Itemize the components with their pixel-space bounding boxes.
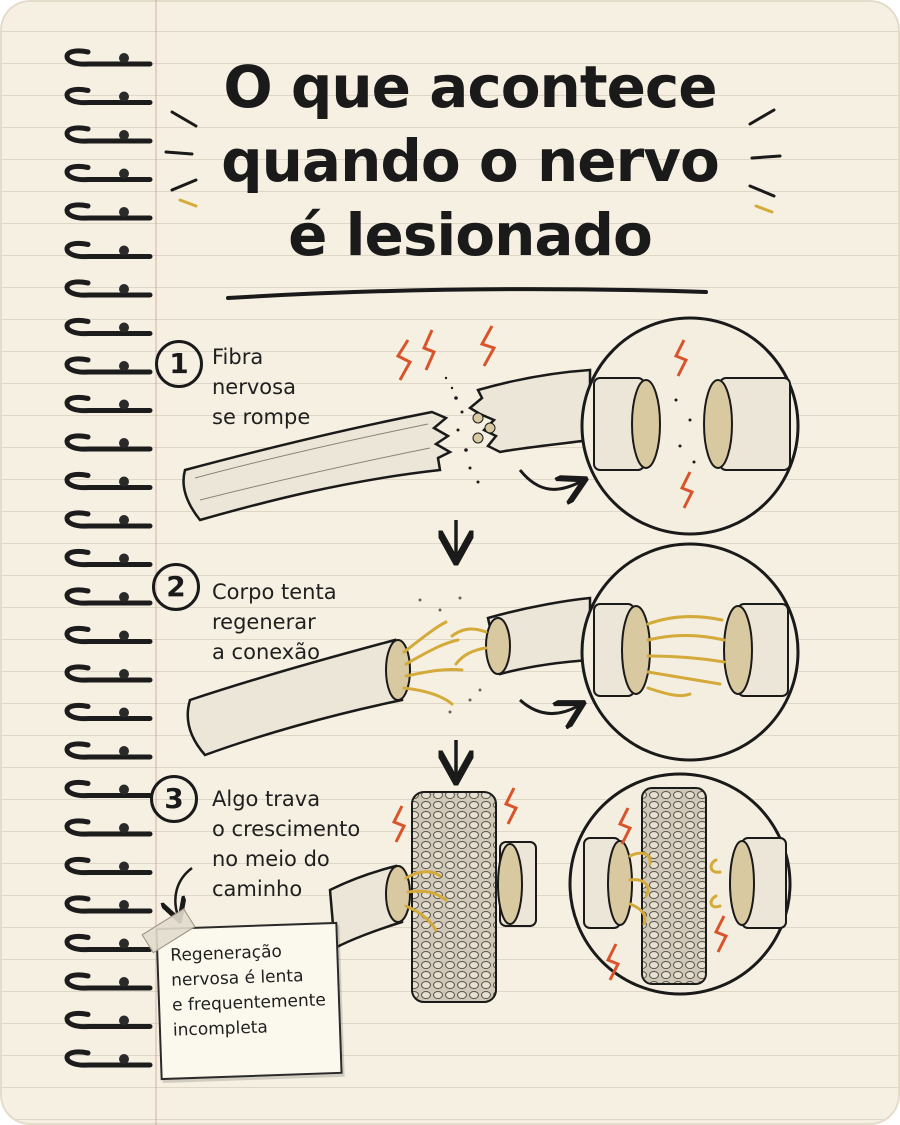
spiral-hole [119, 823, 129, 833]
page-title: O que acontece quando o nervo é lesionad… [150, 50, 790, 272]
title-line-3: é lesionado [288, 201, 653, 269]
spiral-ring [64, 702, 153, 722]
spiral-hole [119, 707, 129, 718]
sticky-note: Regeneração nervosa é lenta e frequentem… [141, 908, 343, 1081]
spiral-ring [64, 548, 153, 568]
magnified-blockage-circle [568, 772, 792, 996]
magnified-regeneration-circle [580, 542, 800, 762]
title-emphasis-marks [164, 108, 782, 198]
step-1-line: se rompe [212, 405, 311, 429]
step-2-line: a conexão [212, 640, 320, 664]
spiral-hole [119, 1054, 129, 1064]
spiral-hole [119, 361, 129, 371]
margin-line [155, 0, 157, 1125]
magnified-break-circle [580, 316, 800, 536]
step-3-line: o crescimento [212, 817, 361, 841]
spiral-hole [119, 284, 129, 294]
spiral-hole [119, 938, 129, 949]
title-accent-marks [178, 198, 774, 214]
step-2-line: regenerar [212, 610, 316, 634]
spiral-hole [119, 168, 129, 179]
spiral-ring [64, 471, 153, 491]
scar-tissue-block [411, 791, 497, 1003]
spiral-hole [119, 399, 129, 410]
step-1-line: nervosa [212, 375, 296, 399]
spiral-hole [119, 784, 129, 795]
spiral-hole [119, 130, 129, 140]
spiral-hole [119, 245, 129, 256]
spiral-hole [119, 861, 129, 872]
spiral-hole [119, 91, 129, 102]
step-3-line: no meio do [212, 847, 330, 871]
step-3-line: Algo trava [212, 787, 321, 811]
spiral-ring [64, 317, 153, 337]
spiral-ring [64, 625, 153, 645]
step-3-description: Algo trava o crescimento no meio do cami… [212, 784, 360, 904]
title-line-2: quando o nervo [221, 127, 720, 195]
spiral-ring [64, 1049, 153, 1068]
step-1-line: Fibra [212, 345, 264, 369]
step-2-description: Corpo tenta regenerar a conexão [212, 577, 337, 667]
note-line: incompleta [172, 1017, 269, 1041]
spiral-binding [64, 48, 153, 1068]
spiral-ring [64, 779, 153, 799]
spiral-ring [64, 587, 153, 606]
step-1-number: 1 [155, 340, 203, 388]
step-1-description: Fibra nervosa se rompe [212, 342, 310, 432]
step-3-line: caminho [212, 877, 303, 901]
spiral-hole [119, 53, 129, 63]
spiral-ring [64, 818, 153, 837]
spiral-hole [119, 977, 129, 987]
spiral-ring [64, 741, 153, 760]
spiral-ring [64, 240, 153, 260]
spiral-ring [64, 279, 153, 298]
sticky-note-text: Regeneração nervosa é lenta e frequentem… [170, 938, 327, 1043]
spiral-ring [64, 356, 153, 375]
step-3-number: 3 [150, 775, 198, 823]
spiral-ring [64, 163, 153, 183]
spiral-ring [64, 433, 153, 452]
spiral-hole [119, 669, 129, 679]
spiral-ring [64, 1010, 153, 1030]
spiral-hole [119, 207, 129, 217]
title-underline [226, 287, 708, 300]
spiral-ring [64, 856, 153, 876]
spiral-hole [119, 1015, 129, 1026]
spiral-hole [119, 515, 129, 525]
spiral-hole [119, 592, 129, 602]
spiral-hole [119, 900, 129, 910]
spiral-hole [119, 476, 129, 487]
spiral-ring [64, 86, 153, 106]
spiral-ring [64, 664, 153, 683]
blocked-nerve-illustration [328, 787, 537, 1003]
spiral-ring [64, 394, 153, 414]
spiral-ring [64, 125, 153, 144]
spiral-ring [64, 48, 153, 67]
spiral-hole [119, 438, 129, 448]
spiral-ring [64, 972, 153, 991]
step-2-line: Corpo tenta [212, 580, 337, 604]
spiral-hole [119, 746, 129, 756]
spiral-ring [64, 895, 153, 914]
spiral-hole [119, 322, 129, 333]
spiral-ring [64, 202, 153, 221]
title-line-1: O que acontece [223, 53, 717, 121]
spiral-hole [119, 630, 129, 641]
spiral-ring [64, 510, 153, 529]
step-2-number: 2 [152, 563, 200, 611]
spiral-hole [119, 553, 129, 564]
spiral-ring [64, 933, 153, 953]
